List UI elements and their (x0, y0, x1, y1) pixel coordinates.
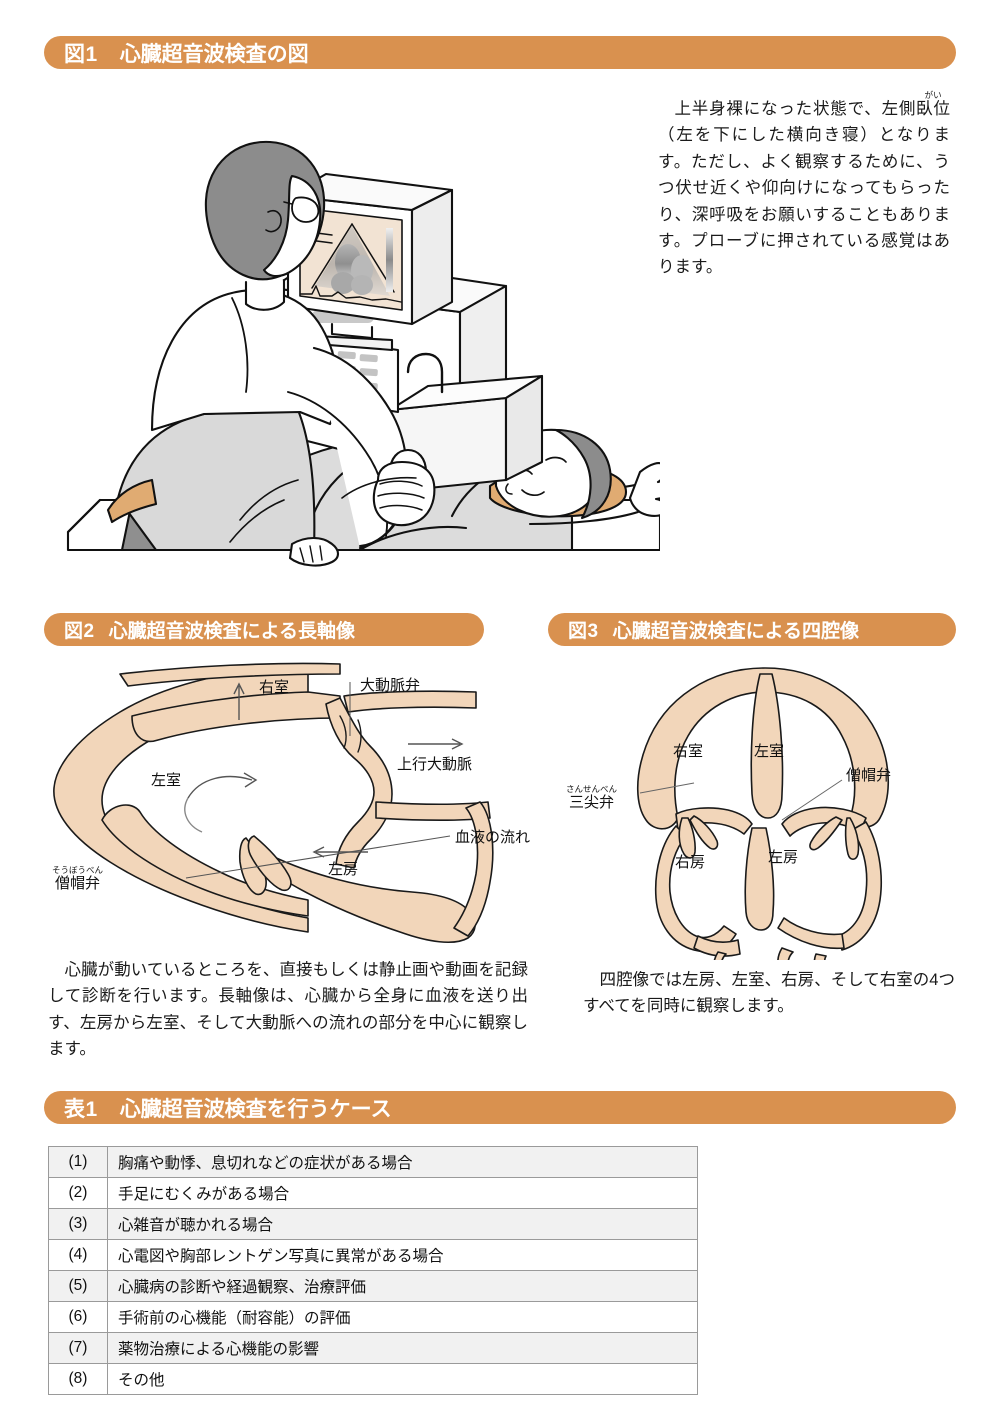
label-right-ventricle-fig3: 右室 (673, 743, 704, 760)
tricuspid-valve-base: 三尖弁 (566, 794, 618, 811)
table-row-text: 手術前の心機能（耐容能）の評価 (107, 1301, 698, 1333)
intro-paragraph: 上半身裸になった状態で、左側臥位がい（左を下にした横向き寝）となります。ただし、… (658, 90, 950, 281)
label-mitral-valve-fig3: 僧帽弁 (846, 767, 892, 784)
label-right-atrium: 右房 (675, 854, 706, 871)
figure-1-header: 図1 心臓超音波検査の図 (44, 36, 956, 69)
figure-1-number: 図1 (64, 42, 98, 66)
figure-2-title: 心臓超音波検査による長軸像 (108, 621, 356, 642)
label-blood-flow: 血液の流れ (455, 829, 531, 846)
figure-3-caption-text: 四腔像では左房、左室、右房、そして右室の4つすべてを同時に観察します。 (583, 971, 955, 1016)
table-row-text: 薬物治療による心機能の影響 (107, 1332, 698, 1364)
mitral-valve-leader-fig3 (781, 779, 843, 821)
table-row: (8)その他 (48, 1363, 698, 1395)
label-left-atrium-fig3: 左房 (768, 849, 799, 866)
table-row-number: (4) (48, 1239, 108, 1271)
four-chamber-heart-diagram: 右室 左室 僧帽弁 三尖弁さんせんべん 右房 左房 (560, 660, 980, 987)
figure-2-caption: 心臓が動いているところを、直接もしくは静止画や動画を記録して診断を行います。長軸… (48, 957, 528, 1063)
table-1-header: 表1 心臓超音波検査を行うケース (44, 1091, 956, 1124)
four-chamber-svg (636, 667, 890, 987)
table-row-text: 心臓病の診断や経過観察、治療評価 (107, 1270, 698, 1302)
table-row-number: (8) (48, 1363, 108, 1395)
ruby-sansenben: 三尖弁さんせんべん (566, 785, 618, 811)
figure-2-header: 図2 心臓超音波検査による長軸像 (44, 613, 484, 646)
intro-paragraph-text: 上半身裸になった状態で、左側臥位がい（左を下にした横向き寝）となります。ただし、… (658, 90, 950, 277)
figure-3-number: 図3 (568, 621, 599, 642)
table-row-text: 胸痛や動悸、息切れなどの症状がある場合 (107, 1146, 698, 1178)
ruby-soubouben: 僧帽弁そうぼうべん (52, 866, 104, 892)
table-row: (6)手術前の心機能（耐容能）の評価 (48, 1301, 698, 1333)
table-row-number: (7) (48, 1332, 108, 1364)
ruby-gai: 臥位がい (916, 90, 950, 119)
tricuspid-valve-reading: さんせんべん (566, 784, 618, 794)
table-1-number: 表1 (64, 1097, 98, 1121)
ruby-reading-gai: がい (916, 90, 950, 100)
figure-3-header: 図3 心臓超音波検査による四腔像 (548, 613, 956, 646)
long-axis-svg (53, 662, 494, 944)
table-row: (7)薬物治療による心機能の影響 (48, 1332, 698, 1364)
mitral-valve-leader (185, 835, 451, 879)
table-row-number: (3) (48, 1208, 108, 1240)
ultrasound-monitor (286, 172, 454, 352)
label-left-ventricle-fig2: 左室 (151, 772, 182, 789)
lv-flow-arrow (187, 775, 253, 799)
table-row-number: (2) (48, 1177, 108, 1209)
table-row: (1)胸痛や動悸、息切れなどの症状がある場合 (48, 1146, 698, 1178)
figure-3-caption: 四腔像では左房、左室、右房、そして右室の4つすべてを同時に観察します。 (583, 967, 955, 1020)
tricuspid-valve-leader (639, 782, 695, 794)
label-aortic-valve: 大動脈弁 (360, 677, 421, 694)
table-row: (2)手足にむくみがある場合 (48, 1177, 698, 1209)
table-row: (5)心臓病の診断や経過観察、治療評価 (48, 1270, 698, 1302)
long-axis-heart-diagram: 右室 大動脈弁 上行大動脈 左室 血液の流れ 左房 僧帽弁そうぼうべん (40, 660, 560, 950)
table-1-title: 心臓超音波検査を行うケース (119, 1097, 392, 1121)
mitral-valve-reading: そうぼうべん (52, 865, 104, 875)
echocardiography-exam-illustration (66, 140, 660, 567)
table-row-text: 心電図や胸部レントゲン写真に異常がある場合 (107, 1239, 698, 1271)
label-right-ventricle-fig2: 右室 (259, 679, 290, 696)
table-row: (3)心雑音が聴かれる場合 (48, 1208, 698, 1240)
label-left-ventricle-fig3: 左室 (754, 743, 785, 760)
figure-2-caption-text: 心臓が動いているところを、直接もしくは静止画や動画を記録して診断を行います。長軸… (48, 961, 528, 1059)
table-row-text: 心雑音が聴かれる場合 (107, 1208, 698, 1240)
label-mitral-valve-fig2: 僧帽弁そうぼうべん (52, 865, 103, 892)
figure-1-title: 心臓超音波検査の図 (119, 42, 309, 66)
table-row-number: (6) (48, 1301, 108, 1333)
echocardiography-cases-table: (1)胸痛や動悸、息切れなどの症状がある場合(2)手足にむくみがある場合(3)心… (48, 1146, 698, 1395)
table-body: (1)胸痛や動悸、息切れなどの症状がある場合(2)手足にむくみがある場合(3)心… (48, 1146, 698, 1395)
figure-3-title: 心臓超音波検査による四腔像 (612, 621, 860, 642)
figure-2-number: 図2 (64, 621, 95, 642)
technician-hand-lower (288, 536, 340, 567)
ultrasound-machine (270, 172, 544, 494)
table-row-text: 手足にむくみがある場合 (107, 1177, 698, 1209)
ultrasound-probe (372, 448, 436, 527)
table-row-text: その他 (107, 1363, 698, 1395)
table-row-number: (1) (48, 1146, 108, 1178)
label-left-atrium-fig2: 左房 (328, 861, 359, 878)
table-row: (4)心電図や胸部レントゲン写真に異常がある場合 (48, 1239, 698, 1271)
table-row-number: (5) (48, 1270, 108, 1302)
label-ascending-aorta: 上行大動脈 (397, 756, 473, 773)
technician (106, 140, 409, 567)
label-tricuspid-valve: 三尖弁さんせんべん (566, 784, 617, 811)
mitral-valve-base: 僧帽弁 (52, 875, 104, 892)
